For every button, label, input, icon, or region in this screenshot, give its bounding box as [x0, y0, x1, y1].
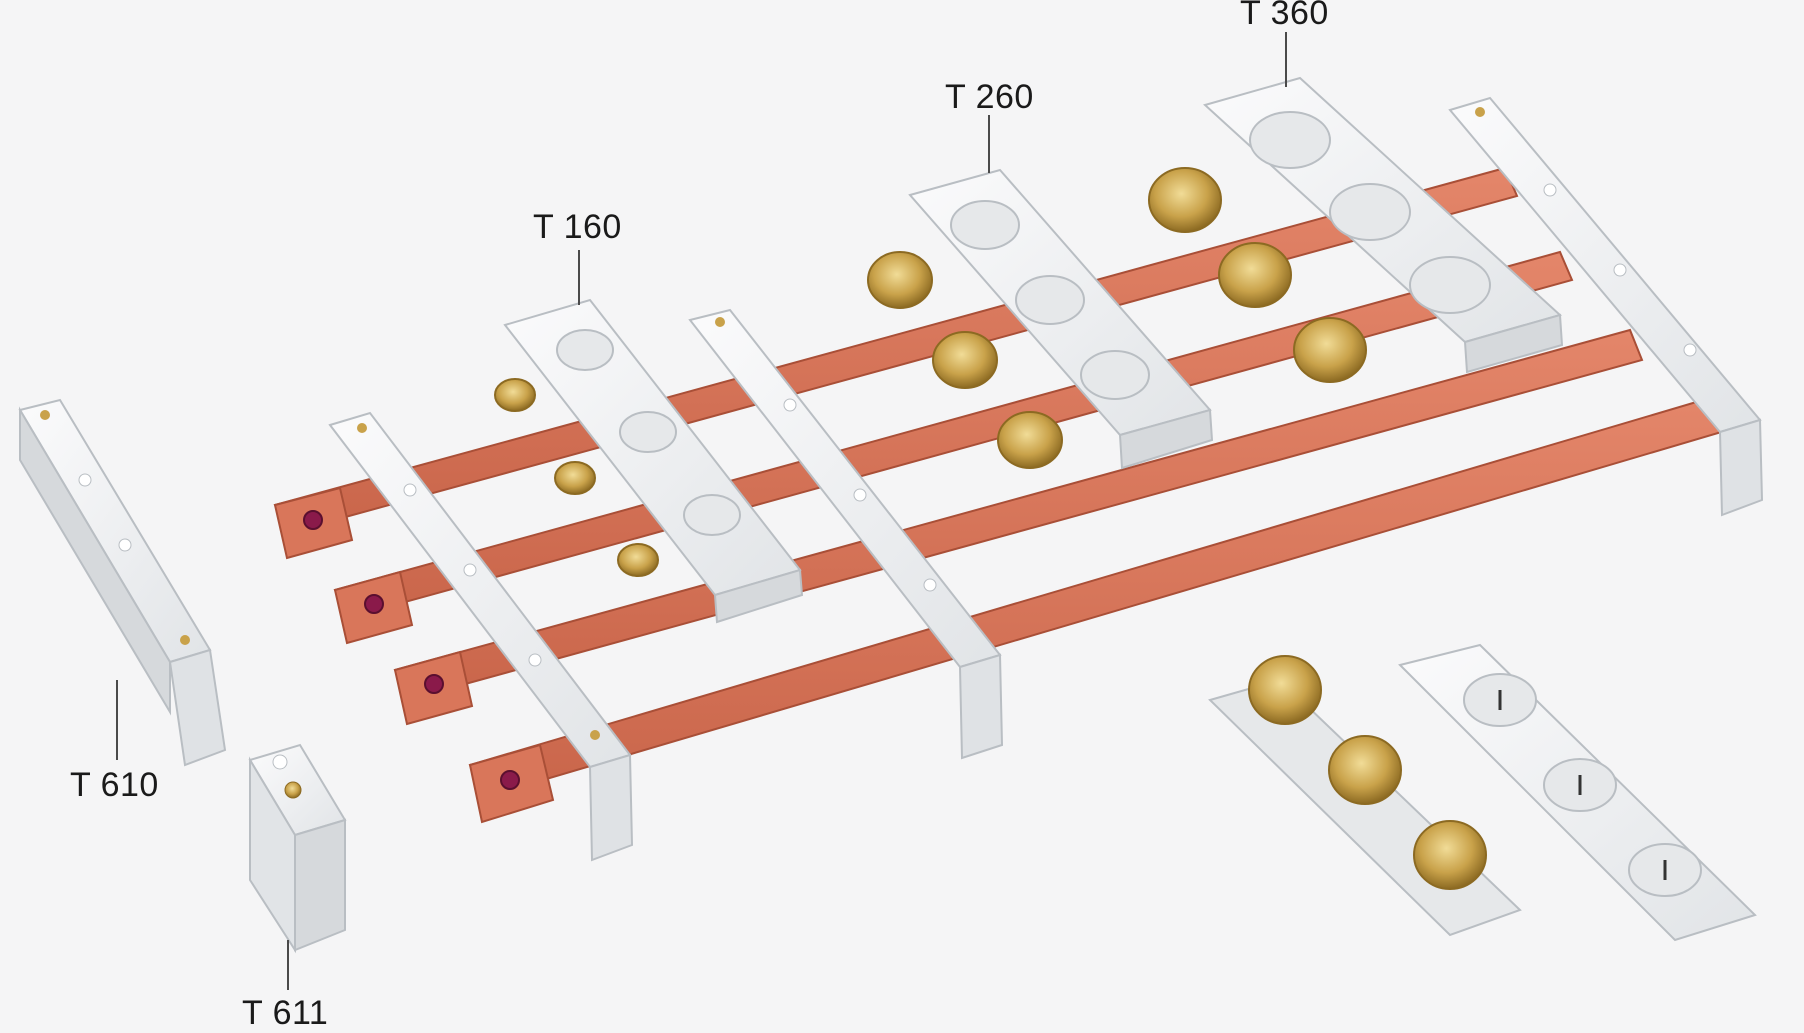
busbar-3 [393, 328, 1644, 726]
leader-t610 [116, 680, 118, 760]
label-t260: T 260 [945, 78, 1034, 116]
label-t610: T 610 [70, 766, 159, 804]
support-rail-middle [688, 308, 1004, 760]
leader-t160 [578, 250, 580, 305]
copper-busbars [273, 166, 1737, 824]
fuse-base-t160 [494, 298, 804, 624]
leader-t260 [988, 115, 990, 173]
contact-clips-t160 [494, 378, 659, 577]
loose-screw-caps [1208, 655, 1522, 937]
screw-caps-t260 [867, 251, 1063, 469]
support-rail-front [328, 411, 634, 862]
support-rail-back [1448, 96, 1764, 517]
label-t360: T 360 [1240, 0, 1329, 32]
fuse-base-t360 [1148, 76, 1564, 383]
label-t611: T 611 [242, 994, 329, 1032]
leader-t611 [287, 940, 289, 990]
end-support-t610 [18, 398, 227, 767]
loose-fuse-cover [1398, 643, 1757, 942]
leader-t360 [1285, 32, 1287, 87]
clamp-t611 [248, 743, 347, 954]
label-t160: T 160 [533, 208, 622, 246]
screw-caps-t360 [1148, 167, 1367, 383]
fuse-base-t260 [867, 168, 1214, 470]
